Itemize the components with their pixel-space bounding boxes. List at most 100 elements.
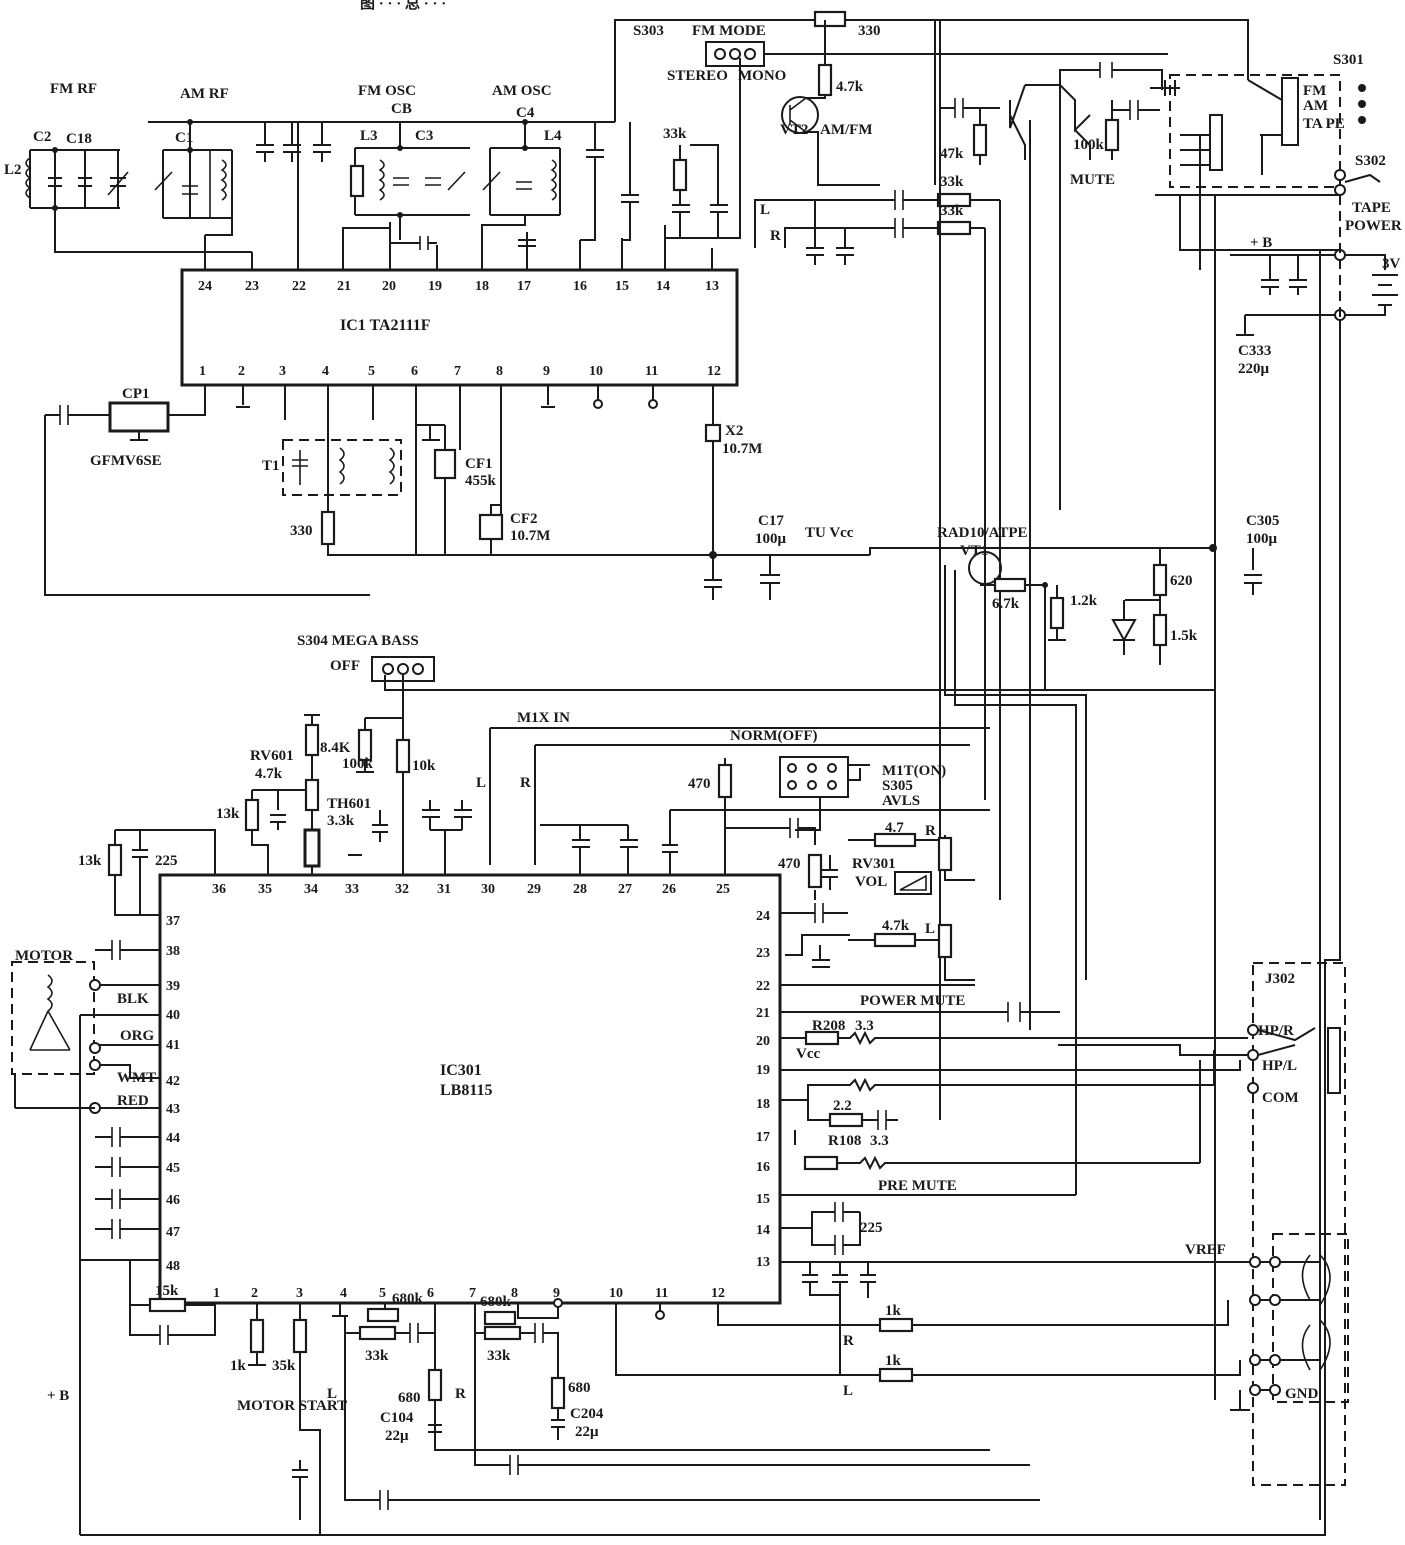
svg-text:12: 12 (711, 1286, 725, 1301)
x2-val: 10.7M (722, 441, 762, 457)
if-return (327, 425, 870, 556)
mega-bass-wires (384, 675, 450, 875)
motor-label: MOTOR (15, 948, 73, 964)
led-indicator (1111, 600, 1137, 655)
q-mute-1 (979, 84, 1026, 165)
r47k-mute-label: 47k (940, 146, 964, 162)
pin1-cap (159, 1325, 169, 1345)
v3-label: 3V (1382, 256, 1401, 272)
fm-label: FM (1303, 83, 1326, 99)
am-rf-tank (162, 149, 233, 219)
r470a-label: 470 (688, 776, 711, 792)
ic301-part: LB8115 (440, 1082, 492, 1099)
r680k-a-label: 680k (392, 1291, 424, 1307)
t1-label: T1 (262, 458, 280, 474)
th601-label: TH601 (327, 796, 371, 812)
r13k-a (244, 798, 260, 832)
head-l-tag: L (843, 1383, 853, 1399)
svg-text:37: 37 (166, 914, 180, 929)
svg-text:22: 22 (756, 979, 770, 994)
am-osc-parts (482, 171, 532, 191)
svg-text:35: 35 (258, 882, 272, 897)
avls-switch[interactable] (779, 756, 849, 798)
r35k-label: 35k (272, 1358, 296, 1374)
svg-text:2: 2 (251, 1286, 258, 1301)
r100k-mute (1104, 118, 1120, 152)
motor-start-wires (248, 1303, 321, 1535)
r-preamp-caps (509, 1323, 544, 1475)
ic1-pin-3: 3 (279, 364, 286, 379)
tape-head-box (1272, 1233, 1349, 1403)
osc-coupling-cap (419, 236, 429, 250)
bass-network (304, 714, 403, 830)
am-label: AM (1303, 98, 1328, 114)
x2-label: X2 (725, 423, 743, 439)
l-output-wire (754, 199, 1000, 248)
vol-input (725, 827, 848, 914)
r15k-m-label: 15k (155, 1283, 179, 1299)
cf1-filter (433, 448, 457, 480)
ic301-left-pins: 37 38 39 40 41 42 43 44 45 46 47 48 (166, 914, 180, 1274)
r47k-l (873, 932, 917, 948)
vt1-drops (944, 565, 1087, 1195)
svg-text:23: 23 (756, 946, 770, 961)
pin15-cap (621, 122, 639, 241)
ic1-pin-9: 9 (543, 364, 550, 379)
fm-osc-resistor (349, 164, 365, 198)
r12k-wires (1048, 585, 1066, 641)
ic301-top-caps (422, 800, 678, 875)
r620-label: 620 (1170, 573, 1193, 589)
r1k-a (878, 1317, 914, 1333)
svg-text:45: 45 (166, 1161, 180, 1176)
r108 (803, 1155, 839, 1171)
output-caps (894, 190, 904, 238)
vt2-label: VT2 (780, 122, 808, 138)
svg-text:38: 38 (166, 944, 180, 959)
ic301-label: IC301 (440, 1062, 482, 1079)
r680k-b (483, 1310, 517, 1326)
left-caps (111, 940, 121, 1239)
avls-wires (669, 758, 990, 875)
hp-r-label: HP/R (1258, 1023, 1294, 1039)
cp1-gnd (130, 431, 148, 441)
r470b-label: 470 (778, 856, 801, 872)
r22-label: 2.2 (833, 1098, 852, 1114)
power-mute-cap (1007, 1002, 1021, 1022)
cp1-cap (59, 405, 69, 425)
rad-tape-label: RAD10/ATPE (937, 525, 1028, 541)
c333-label: C333 (1238, 343, 1271, 359)
ic1-pin-15: 15 (615, 279, 629, 294)
l2-coil (25, 157, 32, 199)
rv301-r (937, 836, 953, 872)
c225-label: 225 (155, 853, 178, 869)
svg-text:16: 16 (756, 1160, 770, 1175)
rv601 (304, 778, 320, 812)
s303-label: S303 (633, 23, 664, 39)
ic1-pin10-open (593, 399, 603, 409)
motor-start-label: MOTOR START (237, 1398, 347, 1414)
c333-val: 220μ (1238, 361, 1270, 377)
power-mute-label: POWER MUTE (860, 993, 965, 1009)
s301-box[interactable] (1169, 74, 1341, 188)
ic1-pin-8: 8 (496, 364, 503, 379)
motor-box (11, 961, 95, 1075)
r-preamp-tag: R (455, 1386, 466, 1402)
ic1-pin-13: 13 (705, 279, 719, 294)
am-rf-label: AM RF (180, 86, 229, 102)
c3-label: C3 (415, 128, 433, 144)
avls-label: AVLS (882, 793, 920, 809)
r84k (304, 723, 320, 757)
svg-text:31: 31 (437, 882, 451, 897)
mute-drop (1029, 85, 1061, 1030)
ic301-body (158, 873, 782, 1305)
ic1-pin-24: 24 (198, 279, 212, 294)
mix-in-wires (489, 727, 990, 865)
l4-label: L4 (544, 128, 562, 144)
svg-text:17: 17 (756, 1130, 770, 1145)
head-gnd (1230, 1390, 1250, 1411)
vol-knob[interactable] (894, 871, 932, 895)
c17-val: 100μ (755, 531, 787, 547)
ic1-pin-17: 17 (517, 279, 531, 294)
stereo-label: STEREO (667, 68, 728, 84)
